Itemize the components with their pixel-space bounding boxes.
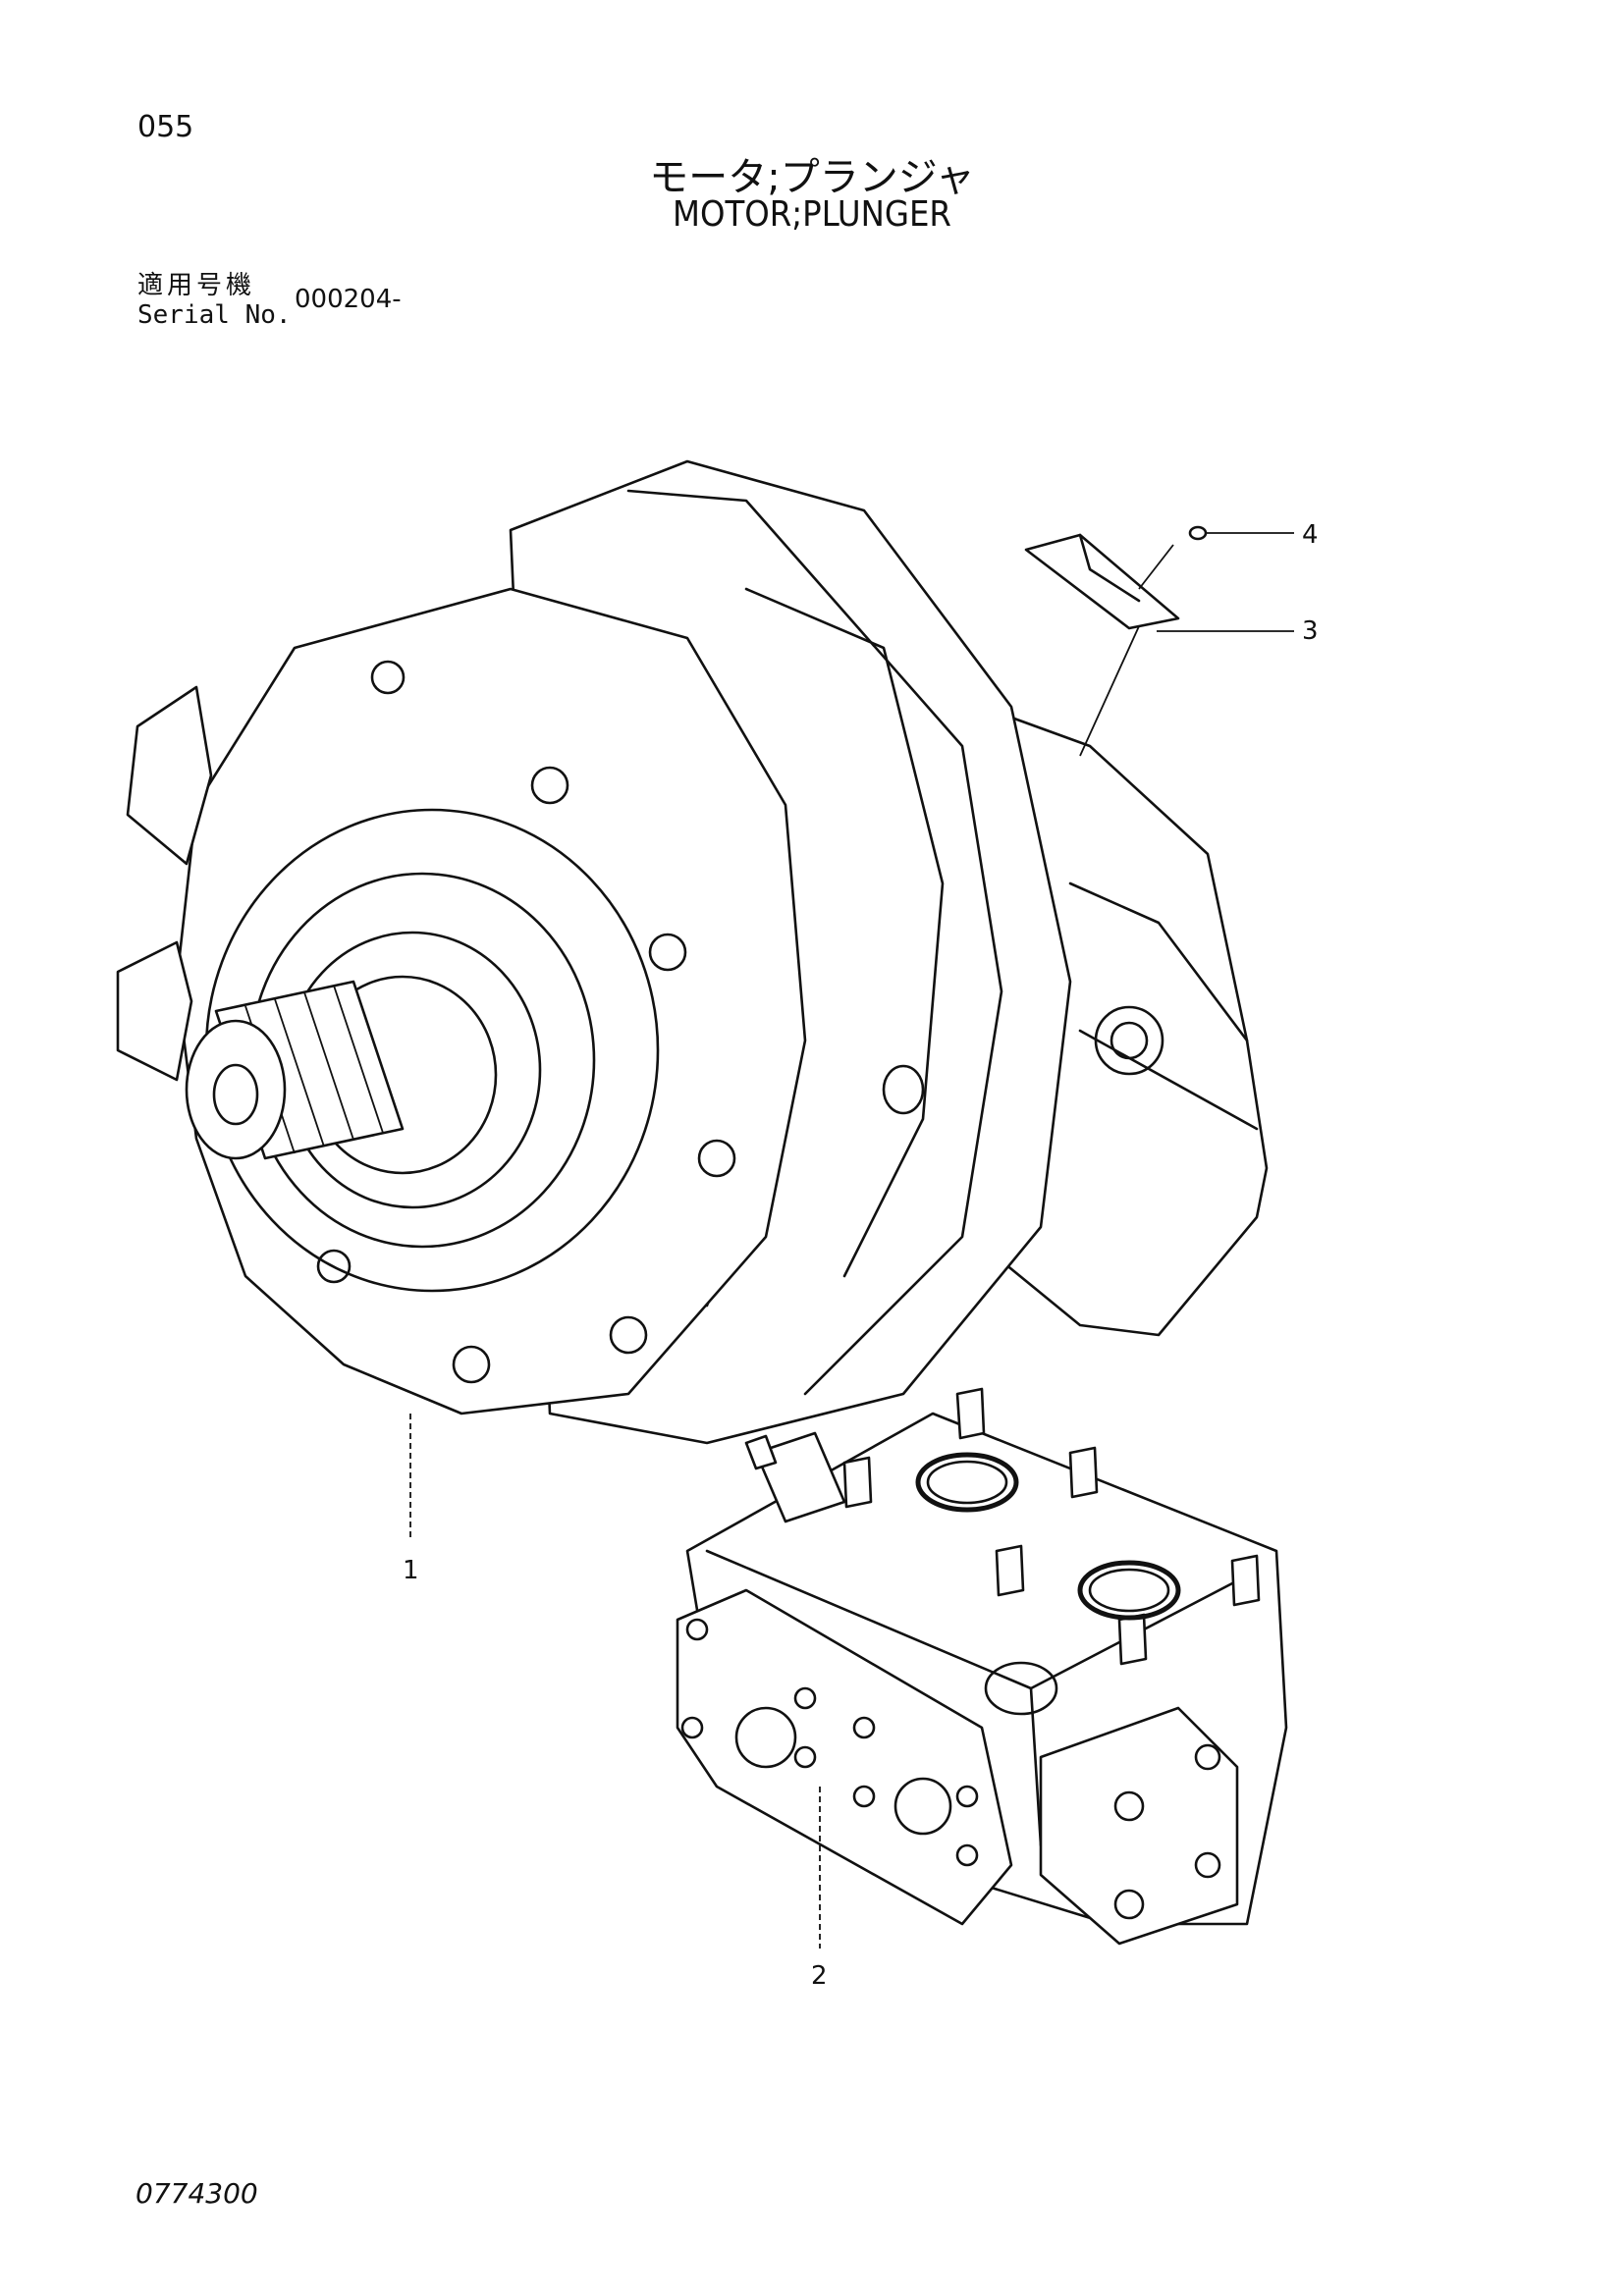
serial-number-value: 000204- [295, 285, 402, 314]
callout-label-2: 2 [811, 1961, 828, 1991]
screw-drawing [1188, 525, 1208, 541]
serial-label-english: Serial No. [137, 300, 292, 330]
nameplate-drawing [1024, 533, 1180, 757]
page-title-japanese: モータ;プランジャ [649, 155, 975, 200]
document-code: 0774300 [135, 2177, 258, 2210]
leader-lines [409, 532, 1294, 1949]
serial-label-japanese: 適用号機 [137, 271, 256, 300]
page-number: 055 [137, 110, 194, 144]
plunger-motor-drawing [116, 459, 1269, 1445]
callout-label-1: 1 [403, 1556, 419, 1585]
valve-block-drawing [676, 1387, 1288, 1946]
callout-label-4: 4 [1302, 520, 1319, 550]
callout-label-3: 3 [1302, 616, 1319, 646]
page-title-english: MOTOR;PLUNGER [673, 194, 951, 235]
